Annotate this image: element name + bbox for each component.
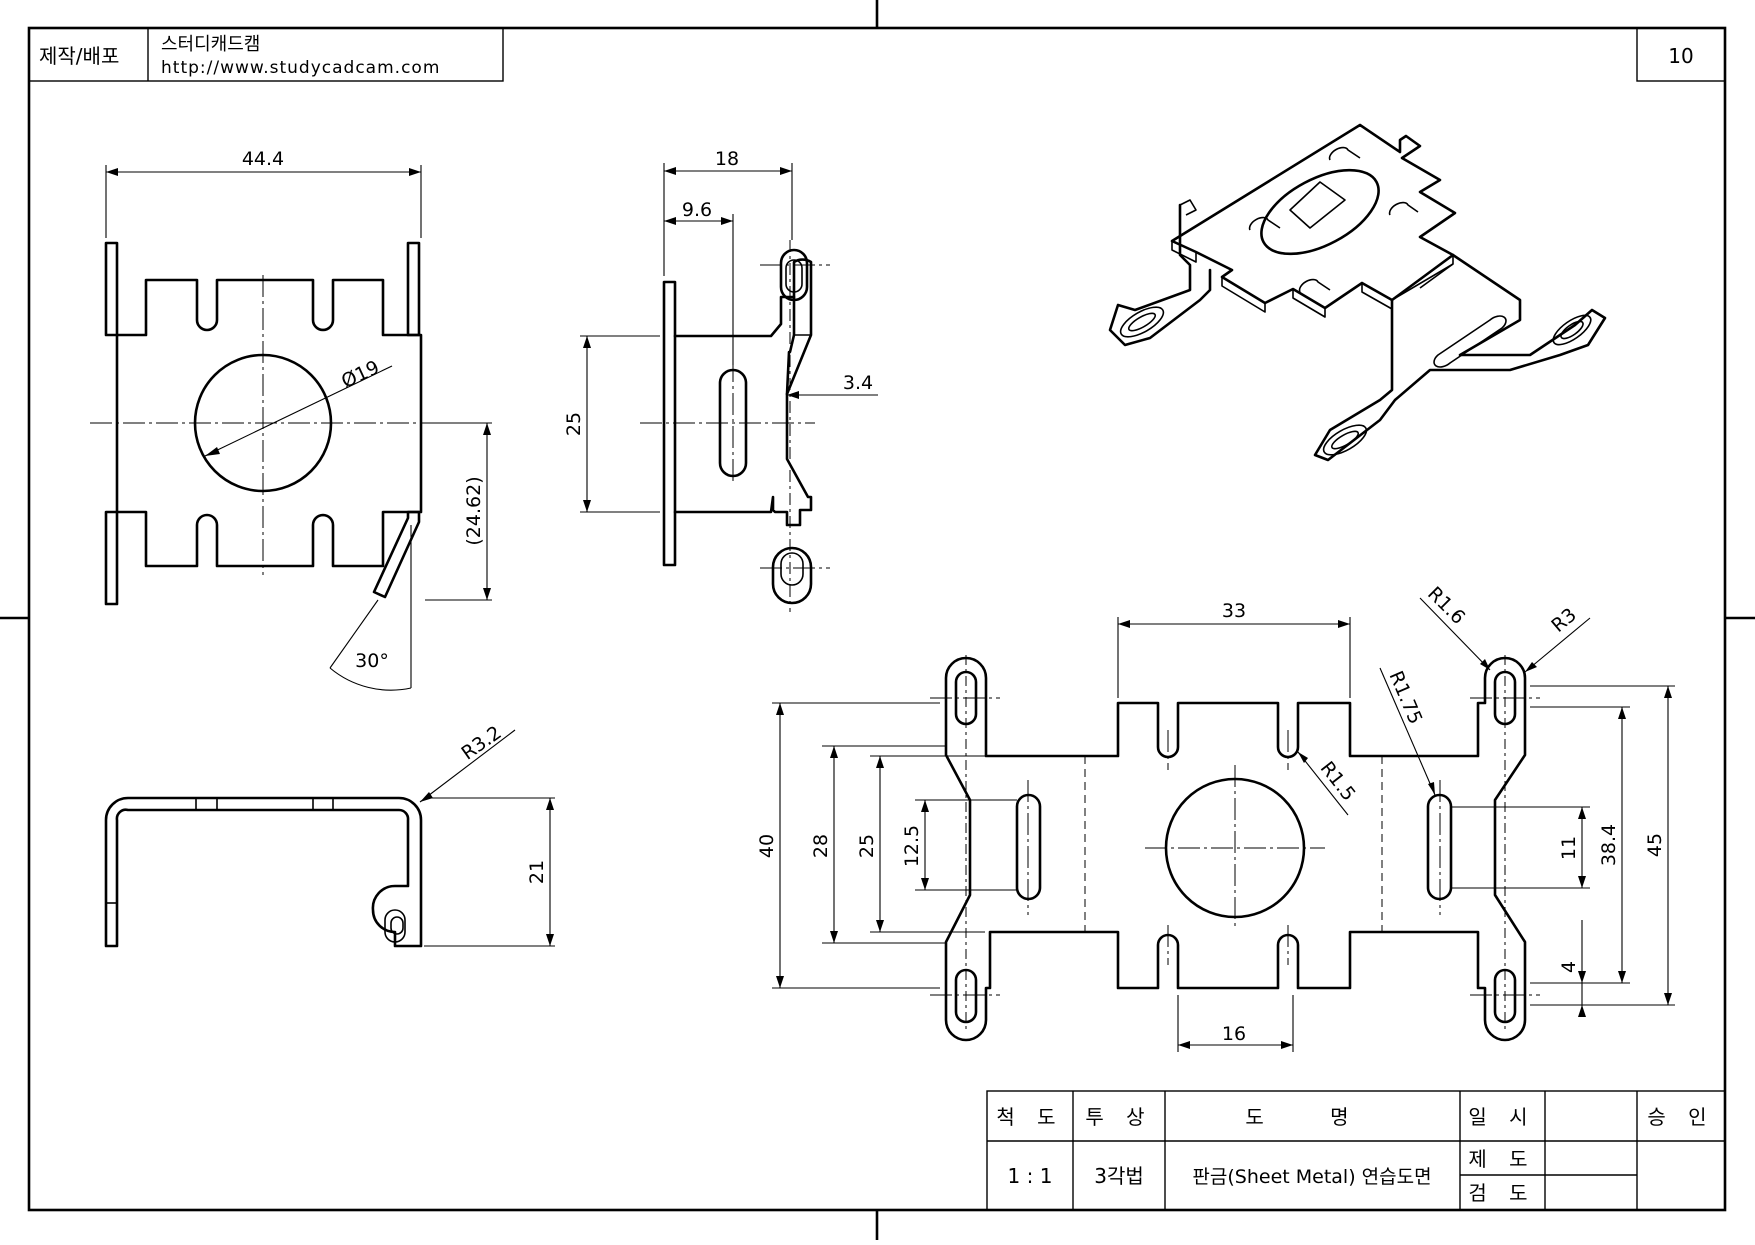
sheet-number: 10 — [1668, 44, 1693, 68]
dim-flat-r4: R1.5 — [1316, 757, 1360, 805]
tb-projection-value: 3각법 — [1094, 1164, 1144, 1188]
tb-drawn-label: 제 도 — [1468, 1147, 1535, 1171]
isometric-view — [1108, 123, 1607, 462]
tb-approve-label: 승 인 — [1647, 1105, 1714, 1129]
dim-bottom-height: 21 — [526, 860, 548, 884]
drawing-border — [27, 26, 1727, 1212]
dim-flat-h11: 11 — [1558, 836, 1580, 860]
header-company: 스터디캐드캠 — [161, 34, 260, 55]
dim-side-depth: 3.4 — [843, 372, 873, 394]
dim-flat-r3: R1.75 — [1385, 668, 1427, 728]
dim-flat-h45: 45 — [1644, 833, 1666, 857]
dim-flat-h12: 12.5 — [901, 825, 923, 867]
side-view: 18 9.6 3.4 25 — [563, 148, 878, 612]
dim-front-angle: 30° — [355, 650, 389, 672]
tb-scale-label: 척 도 — [996, 1105, 1063, 1129]
dim-side-overall: 18 — [715, 148, 739, 170]
dim-flat-h28: 28 — [810, 834, 832, 858]
dim-flat-r2: R3 — [1547, 604, 1581, 637]
tb-date-label: 일 시 — [1468, 1105, 1535, 1129]
dim-flat-h25: 25 — [856, 834, 878, 858]
flat-pattern-view: 33 16 R1.6 R3 R1.75 R1.5 40 28 — [756, 583, 1675, 1052]
dim-front-height: (24.62) — [463, 476, 485, 545]
dim-flat-r1: R1.6 — [1423, 583, 1469, 629]
dim-front-diameter: Ø19 — [338, 356, 383, 392]
header-label: 제작/배포 — [39, 44, 119, 68]
dim-front-width: 44.4 — [242, 148, 284, 170]
tb-drawing-name: 판금(Sheet Metal) 연습도면 — [1192, 1166, 1431, 1188]
header-url: http://www.studycadcam.com — [161, 58, 440, 78]
tb-projection-label: 투 상 — [1085, 1105, 1152, 1129]
dim-flat-h38: 38.4 — [1598, 824, 1620, 866]
title-block: 척 도 투 상 도 명 일 시 승 인 1 : 1 3각법 판금(Sheet M… — [986, 1090, 1726, 1211]
dim-flat-top: 33 — [1222, 600, 1246, 622]
tb-scale-value: 1 : 1 — [1008, 1164, 1053, 1188]
header-box: 제작/배포 스터디캐드캠 http://www.studycadcam.com — [28, 27, 504, 82]
tb-name-label: 도 명 — [1245, 1105, 1378, 1129]
front-view: 44.4 Ø19 (24.62) 30° — [90, 148, 492, 691]
dim-flat-bottom: 16 — [1222, 1023, 1246, 1045]
sheet-number-box: 10 — [1636, 27, 1726, 82]
dim-bottom-radius: R3.2 — [457, 722, 505, 765]
bottom-view: R3.2 21 — [104, 722, 555, 948]
dim-side-offset: 9.6 — [682, 199, 712, 221]
tb-checked-label: 검 도 — [1468, 1181, 1535, 1205]
dim-flat-h4: 4 — [1558, 961, 1580, 973]
dim-flat-h40: 40 — [756, 834, 778, 858]
dim-side-height: 25 — [563, 412, 585, 436]
